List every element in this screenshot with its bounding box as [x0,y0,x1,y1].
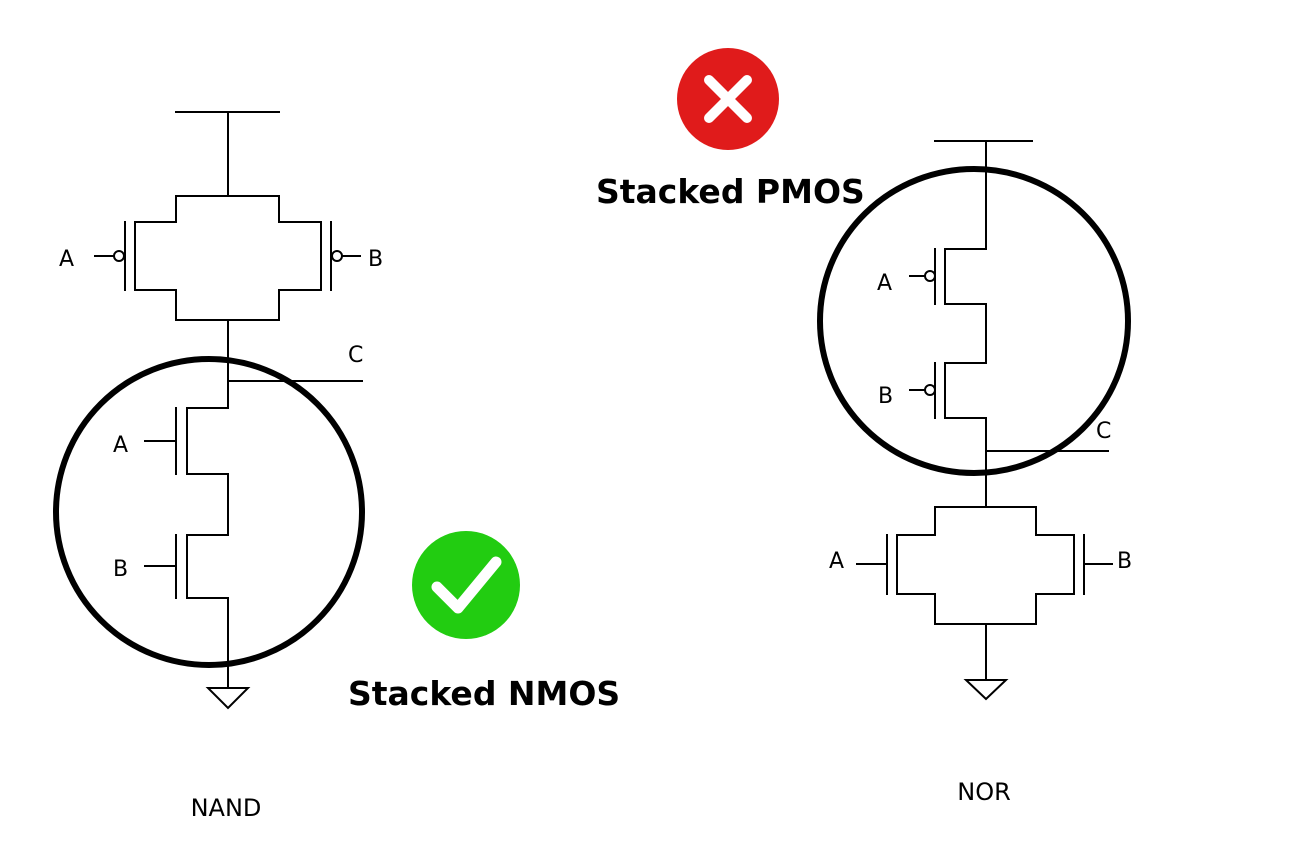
nand-pmos-b-bubble [331,250,343,262]
x-icon [677,48,779,150]
nor-pmos-a-label: A [877,271,892,296]
nand-nmos-a-label: A [113,433,128,458]
nor-circuit: A B C A B NOR [817,140,1132,806]
nor-pmos-b-bubble [924,384,936,396]
nand-verdict-text: Stacked NMOS [348,674,620,713]
nand-nmos-b-label: B [113,557,128,582]
nor-nmos-parallel [856,506,1113,625]
nand-nmos-highlight-ring [53,356,365,668]
nand-circuit: A B C A B NAND [53,111,383,822]
check-icon-disc [412,531,520,639]
nor-pmos-stack [909,140,987,508]
nand-pmos-b-label: B [368,247,383,272]
nand-output-label: C [348,343,363,368]
nor-nmos-b-label: B [1117,549,1132,574]
nor-pmos-a-bubble [924,270,936,282]
check-icon [412,531,520,639]
nand-ground-symbol [205,687,251,710]
nor-pmos-b-label: B [878,384,893,409]
nor-ground-symbol [963,679,1009,701]
nand-nmos-stack [144,407,229,689]
nand-pmos-a-label: A [59,247,74,272]
nand-caption: NAND [191,794,262,822]
nand-pmos-parallel [94,195,361,321]
nand-pmos-a-bubble [113,250,125,262]
nor-pmos-highlight-ring [817,166,1131,476]
nor-caption: NOR [957,778,1011,806]
nor-output-label: C [1096,419,1111,444]
nor-verdict-text: Stacked PMOS [596,172,865,211]
nor-nmos-a-label: A [829,549,844,574]
